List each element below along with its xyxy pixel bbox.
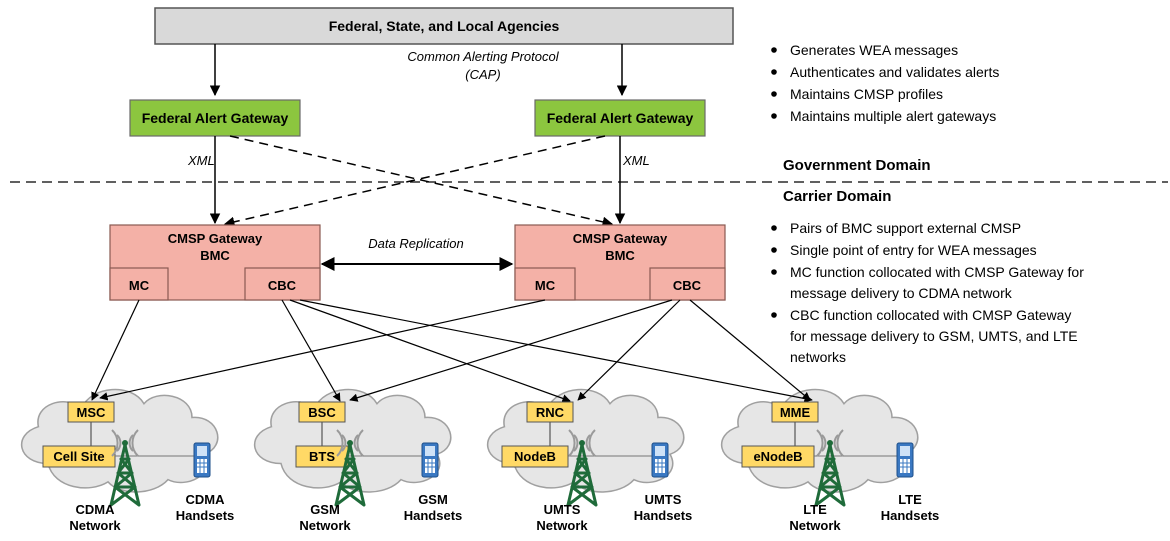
carrier-bullet-list: Pairs of BMC support external CMSP Singl… [771,220,1084,365]
handsets-label: UMTS [645,492,682,507]
bsc-label: BSC [308,405,336,420]
cell-site-label: Cell Site [53,449,104,464]
gateway-left [129,99,301,137]
network-label-2: Network [299,518,351,533]
data-replication-label: Data Replication [368,236,463,251]
carrier-domain-label: Carrier Domain [783,188,891,205]
carrier-bullet-3-line3: networks [790,349,846,365]
cbc-box-right [649,267,726,301]
network-label-2: Network [536,518,588,533]
handsets-label: LTE [898,492,922,507]
network-label: UMTS [544,502,581,517]
cap-label-line1: Common Alerting Protocol [407,49,559,64]
handsets-label-2: Handsets [881,508,940,523]
gov-bullet-3: Maintains multiple alert gateways [790,108,996,124]
mc-box-left [109,267,169,301]
gateway-right-label: Federal Alert Gateway [547,110,694,126]
network-label-2: Network [69,518,121,533]
network-lte: MME eNodeB LTE Network LTE Handsets [741,401,940,533]
government-domain-label: Government Domain [783,157,931,174]
enodeb-label: eNodeB [753,449,802,464]
mc-label-right: MC [535,278,556,293]
mme-label: MME [780,405,811,420]
cbc-box-left [244,267,321,301]
cmsp-left-line2: BMC [200,248,230,263]
handset-icon [651,442,669,478]
government-bullet-list: Generates WEA messages Authenticates and… [771,42,999,124]
mc-box-right [514,267,576,301]
handsets-label-2: Handsets [404,508,463,523]
rnc-label: RNC [536,405,565,420]
nodeb-label: NodeB [514,449,556,464]
network-label: CDMA [76,502,116,517]
network-label: LTE [803,502,827,517]
rnc-box [526,401,574,423]
network-label: GSM [310,502,340,517]
handsets-label-2: Handsets [634,508,693,523]
cbc-label-right: CBC [673,278,702,293]
mc-label-left: MC [129,278,150,293]
network-umts: RNC NodeB UMTS Network UMTS Handsets [501,401,693,533]
carrier-bullet-2-line1: MC function collocated with CMSP Gateway… [790,264,1084,280]
cbc-label-left: CBC [268,278,297,293]
handset-icon [193,442,211,478]
cmsp-gateway-left: CMSP Gateway BMC MC CBC [109,224,321,301]
gov-bullet-2: Maintains CMSP profiles [790,86,943,102]
mme-box [771,401,819,423]
xml-label-right: XML [622,153,650,168]
gateway-left-label: Federal Alert Gateway [142,110,289,126]
msc-box [67,401,115,423]
carrier-bullet-2-line2: message delivery to CDMA network [790,285,1013,301]
handsets-label-2: Handsets [176,508,235,523]
agencies-label: Federal, State, and Local Agencies [329,18,560,34]
cmsp-right-line2: BMC [605,248,635,263]
carrier-bullet-3-line1: CBC function collocated with CMSP Gatewa… [790,307,1071,323]
gov-bullet-0: Generates WEA messages [790,42,958,58]
network-cdma: MSC Cell Site CDMA Network CDMA Handsets [42,401,235,533]
xml-label-left: XML [187,153,215,168]
handset-icon [421,442,439,478]
carrier-bullet-1: Single point of entry for WEA messages [790,242,1037,258]
cmsp-right-line1: CMSP Gateway [573,231,668,246]
network-label-2: Network [789,518,841,533]
carrier-bullet-3-line2: for message delivery to GSM, UMTS, and L… [790,328,1078,344]
cmsp-gateway-right: CMSP Gateway BMC MC CBC [514,224,726,301]
handsets-label: GSM [418,492,448,507]
msc-label: MSC [77,405,107,420]
cmsp-left-line1: CMSP Gateway [168,231,263,246]
handsets-label: CDMA [186,492,226,507]
bsc-box [298,401,346,423]
gov-bullet-1: Authenticates and validates alerts [790,64,999,80]
gateway-right [534,99,706,137]
carrier-bullet-0: Pairs of BMC support external CMSP [790,220,1021,236]
handset-icon [896,442,914,478]
agencies-box [154,7,734,45]
bts-label: BTS [309,449,335,464]
network-gsm: BSC BTS GSM Network GSM Handsets [295,401,463,533]
cap-label-line2: (CAP) [465,67,500,82]
